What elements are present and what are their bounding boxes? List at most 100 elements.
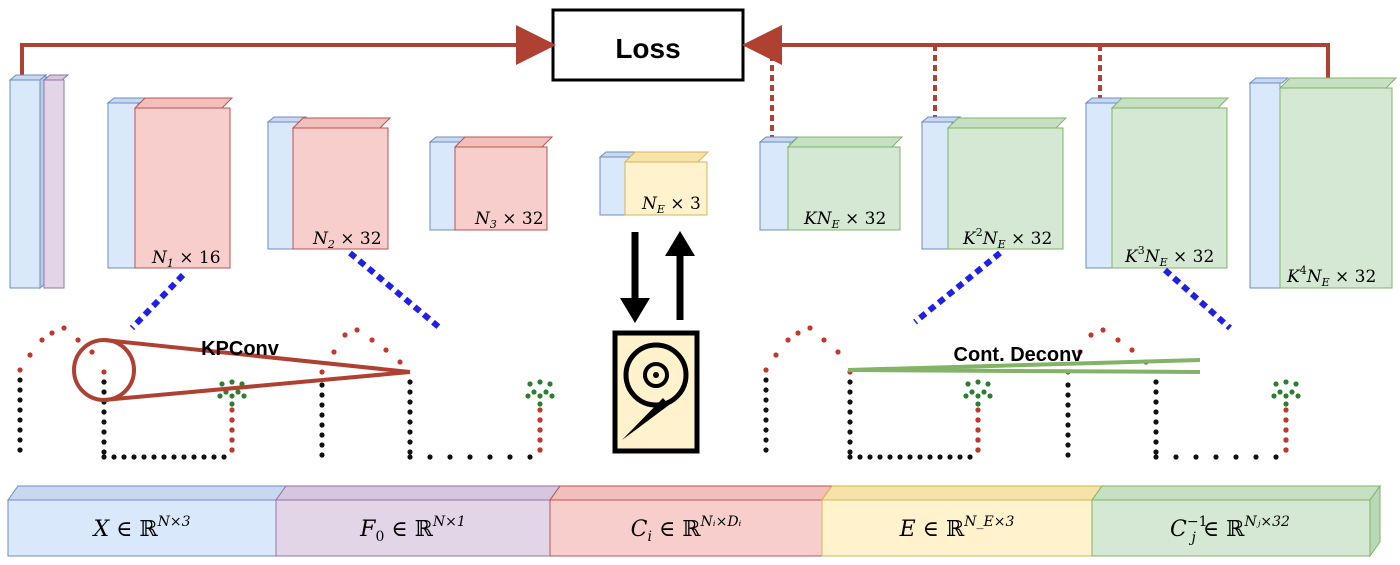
cloud-point — [1153, 439, 1159, 445]
cloud-point — [1065, 432, 1071, 438]
cloud-point — [1065, 442, 1071, 448]
cloud-point — [319, 452, 325, 458]
cloud-point — [319, 412, 325, 418]
cloud-point — [369, 337, 375, 343]
cloud-point — [981, 389, 987, 395]
zoom-lines — [129, 250, 1232, 331]
legend-x: X ∈ ℝN×3 — [7, 485, 287, 557]
cloud-point — [354, 327, 360, 333]
cloud-point — [229, 447, 235, 453]
cloud-point — [427, 454, 433, 460]
legend-e: E ∈ ℝN_E×3 — [821, 485, 1103, 557]
cloud-point — [1233, 454, 1239, 460]
cloud-point — [1153, 389, 1159, 395]
cloud-point — [235, 389, 241, 395]
decoder-block-1: KNE × 32 — [758, 136, 904, 231]
cloud-point — [1289, 389, 1295, 395]
cloud-point — [229, 407, 235, 413]
cloud-point — [537, 417, 543, 423]
cloud-point — [1153, 409, 1159, 415]
cloud-point — [763, 397, 769, 403]
cloud-point — [101, 409, 107, 415]
cloud-point — [531, 389, 537, 395]
cloud-point — [229, 437, 235, 443]
cloud-point — [537, 407, 543, 413]
cloud-point — [1129, 347, 1135, 353]
cloud-point — [121, 454, 127, 460]
cloud-point — [101, 429, 107, 435]
cloud-point — [407, 409, 413, 415]
encoder-block-2: N2 × 32 — [266, 116, 392, 251]
cloud-point — [975, 407, 981, 413]
cloud-point — [467, 454, 473, 460]
cloud-point — [763, 407, 769, 413]
cloud-point — [975, 417, 981, 423]
cloud-point — [17, 417, 23, 423]
cloud-point — [319, 369, 325, 375]
encoder-block-1: N1 × 16 — [106, 97, 234, 270]
cloud-point — [17, 447, 23, 453]
embedding-block: NE × 3 — [598, 151, 710, 216]
cloud-point — [219, 381, 225, 387]
cloud-point — [1283, 447, 1289, 453]
loss-node: Loss — [551, 8, 745, 82]
cloud-point — [867, 454, 873, 460]
cloud-point — [1153, 419, 1159, 425]
cloud-point — [847, 429, 853, 435]
point-cloud-left — [17, 325, 555, 460]
encoder-block-3: N3 × 32 — [428, 136, 554, 231]
cloud-point — [1273, 454, 1279, 460]
legend-c-label: Ci ∈ ℝNᵢ×Dᵢ — [631, 514, 742, 545]
cloud-point — [407, 419, 413, 425]
cloud-point — [537, 379, 543, 385]
cloud-point — [763, 387, 769, 393]
cloud-point — [229, 379, 235, 385]
cloud-point — [1065, 412, 1071, 418]
cloud-point — [965, 381, 971, 387]
cloud-point — [847, 419, 853, 425]
decoder-1-label: KNE × 32 — [803, 209, 886, 231]
cloud-point — [131, 454, 137, 460]
cloud-point — [1283, 407, 1289, 413]
cloud-point — [937, 454, 943, 460]
cloud-point — [763, 367, 769, 373]
cloud-point — [447, 454, 453, 460]
cloud-point — [877, 454, 883, 460]
cloud-point — [407, 389, 413, 395]
cloud-point — [1293, 381, 1299, 387]
cloud-point — [39, 337, 45, 343]
decoder-3-label: K3NE × 32 — [1124, 244, 1214, 269]
decoder-block-4: K4NE × 32 — [1248, 77, 1398, 289]
cloud-point — [229, 427, 235, 433]
cloud-point — [101, 439, 107, 445]
cloud-point — [1065, 392, 1071, 398]
input-block — [8, 73, 70, 290]
legend-f0: F0 ∈ ℝN×1 — [275, 485, 561, 557]
cloud-point — [847, 439, 853, 445]
cloud-point — [17, 407, 23, 413]
cloud-point — [17, 437, 23, 443]
cloud-point — [525, 393, 531, 399]
cloud-point — [211, 454, 217, 460]
legend-bar: X ∈ ℝN×3 F0 ∈ ℝN×1 Ci ∈ ℝNᵢ×Dᵢ E ∈ ℝN_E×… — [7, 484, 1381, 558]
cloud-point — [847, 409, 853, 415]
cloud-point — [537, 437, 543, 443]
cloud-point — [773, 352, 779, 358]
cloud-point — [547, 381, 553, 387]
decoder-block-2: K2NE × 32 — [920, 116, 1068, 251]
cloud-point — [763, 377, 769, 383]
cloud-point — [549, 393, 555, 399]
cloud-point — [1277, 389, 1283, 395]
deconv-annotation: Cont. Deconv — [847, 344, 1201, 374]
cloud-point — [319, 382, 325, 388]
cloud-point — [975, 427, 981, 433]
cloud-point — [1283, 427, 1289, 433]
cloud-point — [795, 330, 801, 336]
cloud-point — [171, 454, 177, 460]
cloud-point — [907, 454, 913, 460]
cloud-point — [763, 417, 769, 423]
cloud-point — [1065, 402, 1071, 408]
cloud-point — [151, 454, 157, 460]
cloud-point — [1088, 332, 1094, 338]
legend-c: Ci ∈ ℝNᵢ×Dᵢ — [549, 485, 833, 557]
